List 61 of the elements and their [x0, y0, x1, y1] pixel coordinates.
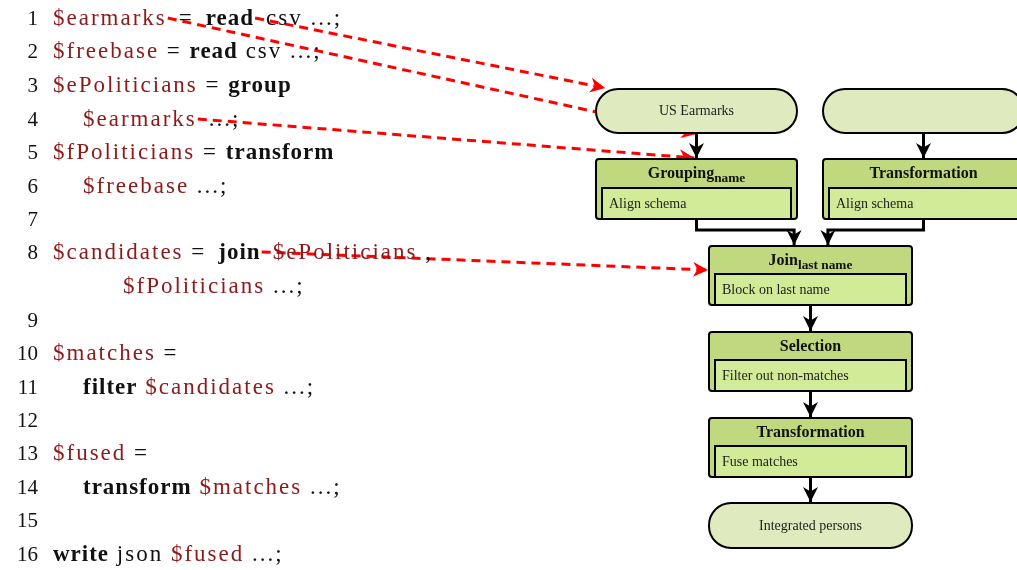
process-box: [708, 417, 913, 478]
code-variable: $earmarks: [83, 106, 197, 132]
leader-line: [254, 16, 606, 93]
arrow: [803, 392, 818, 417]
code-text: $ePoliticians = group: [53, 72, 292, 98]
step-box: Block on last name: [714, 273, 907, 304]
line-number: 13: [16, 440, 38, 466]
code-text: $freebase ...;: [83, 173, 229, 199]
line-number: 3: [26, 72, 38, 98]
code-text: csv ...;: [266, 5, 343, 31]
line-number: 15: [16, 507, 38, 533]
line-number: 5: [26, 139, 38, 165]
line-number: 8: [26, 239, 38, 265]
code-text: filter $candidates ...;: [83, 374, 316, 400]
terminal-node: US Earmarks: [595, 88, 798, 134]
arrow: [695, 220, 802, 245]
terminal-node: [822, 88, 1017, 134]
box-title: Selection: [778, 337, 843, 355]
code-text: $fused =: [53, 440, 150, 466]
process-box: [708, 331, 913, 392]
code-text: $freebase = read csv ...;: [53, 38, 322, 64]
line-number: 14: [16, 474, 38, 500]
box-title: Grouping$_{name}$: [646, 164, 747, 187]
line-number: 9: [26, 307, 38, 333]
code-text: $candidates =: [53, 239, 207, 265]
code-text: $ePoliticians ,: [272, 239, 433, 265]
line-number: 16: [16, 541, 38, 567]
arrow: [916, 134, 931, 158]
arrow: [820, 220, 925, 245]
process-box: [595, 158, 798, 220]
line-number: 12: [16, 407, 38, 433]
step-box: Align schema: [601, 187, 792, 218]
line-number: 11: [16, 374, 38, 400]
leader-line: [261, 250, 709, 277]
code-text: $fPoliticians = transform: [53, 139, 335, 165]
code-text: =: [178, 5, 194, 31]
step-box: Align schema: [828, 187, 1017, 218]
box-title: Transformation: [868, 164, 979, 182]
code-text: write json $fused ...;: [53, 541, 284, 567]
arrow: [689, 134, 704, 158]
box-title: Join$_{last name}$: [767, 251, 854, 274]
code-text: $fPoliticians ...;: [123, 273, 305, 299]
box-title: Transformation: [755, 423, 866, 441]
line-number: 10: [16, 340, 38, 366]
line-number: 2: [26, 38, 38, 64]
arrow: [803, 306, 818, 331]
code-text: transform $matches ...;: [83, 474, 342, 500]
step-box: Filter out non-matches: [714, 359, 907, 390]
process-box: [708, 245, 913, 306]
line-number: 4: [26, 106, 38, 132]
code-text: $matches =: [53, 340, 179, 366]
line-number: 1: [26, 5, 38, 31]
step-box: Fuse matches: [714, 445, 907, 476]
code-keyword: read: [205, 5, 255, 31]
terminal-node: Integrated persons: [708, 502, 913, 549]
line-number: 6: [26, 173, 38, 199]
line-number: 7: [26, 206, 38, 232]
code-keyword: join: [218, 239, 261, 265]
arrow: [803, 478, 818, 502]
code-variable: $earmarks: [53, 5, 167, 31]
process-box: [822, 158, 1017, 220]
